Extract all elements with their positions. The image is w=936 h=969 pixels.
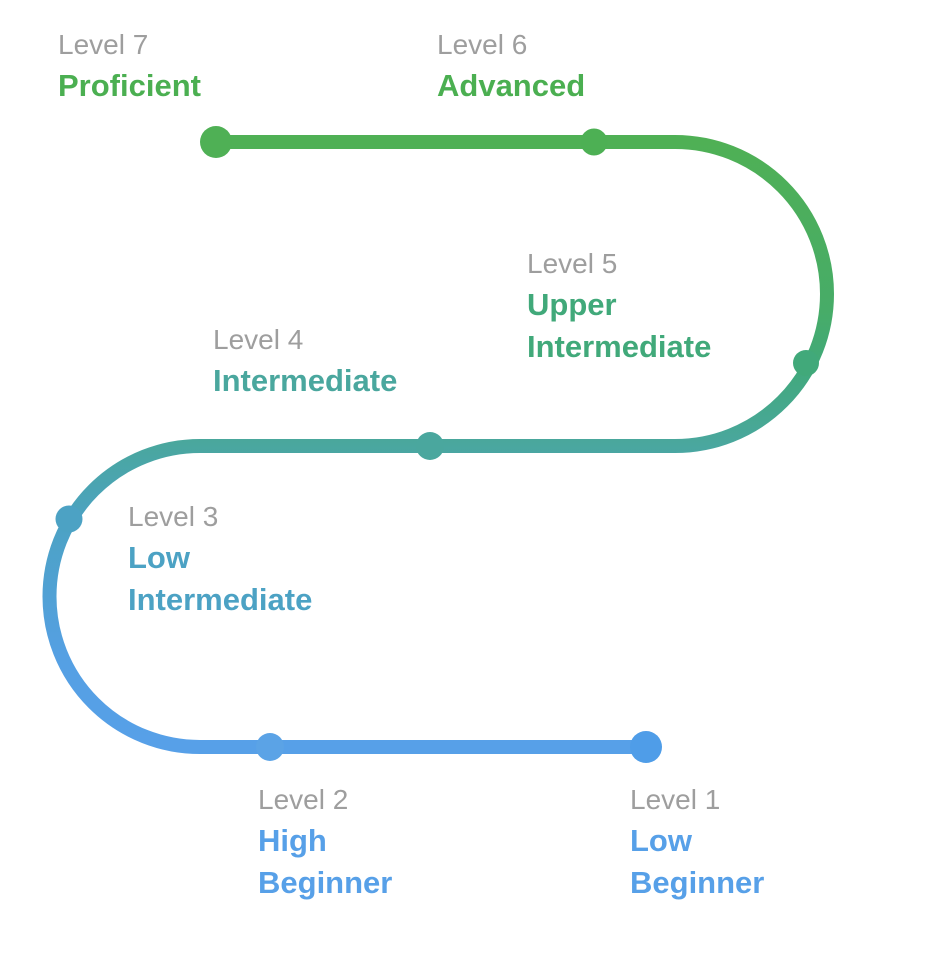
level-4-group: Level 4 Intermediate [213, 320, 397, 402]
level-3-label: Level 3 [128, 501, 219, 532]
level-4-dot [416, 432, 444, 460]
level-2-label: Level 2 [258, 784, 349, 815]
level-5-dot [793, 350, 819, 376]
level-4-name: Intermediate [213, 363, 398, 398]
level-2-name: High Beginner [258, 823, 393, 900]
level-3-group: Level 3 Low Intermediate [128, 497, 312, 621]
level-3-name: Low Intermediate [128, 540, 313, 617]
level-1-name: Low Beginner [630, 823, 765, 900]
level-1-group: Level 1 Low Beginner [630, 780, 764, 904]
level-7-dot [200, 126, 232, 158]
level-1-dot [630, 731, 662, 763]
level-1-label: Level 1 [630, 784, 721, 815]
level-2-dot [256, 733, 284, 761]
level-2-group: Level 2 High Beginner [258, 780, 392, 904]
level-6-name: Advanced [437, 68, 586, 103]
level-4-label: Level 4 [213, 324, 304, 355]
level-7-group: Level 7 Proficient [58, 25, 201, 107]
level-6-label: Level 6 [437, 29, 528, 60]
level-5-group: Level 5 Upper Intermediate [527, 244, 711, 368]
level-6-group: Level 6 Advanced [437, 25, 585, 107]
level-6-dot [580, 128, 608, 156]
level-5-label: Level 5 [527, 248, 618, 279]
level-3-dot [55, 505, 83, 533]
level-7-label: Level 7 [58, 29, 149, 60]
level-7-name: Proficient [58, 68, 201, 103]
level-5-name: Upper Intermediate [527, 287, 712, 364]
